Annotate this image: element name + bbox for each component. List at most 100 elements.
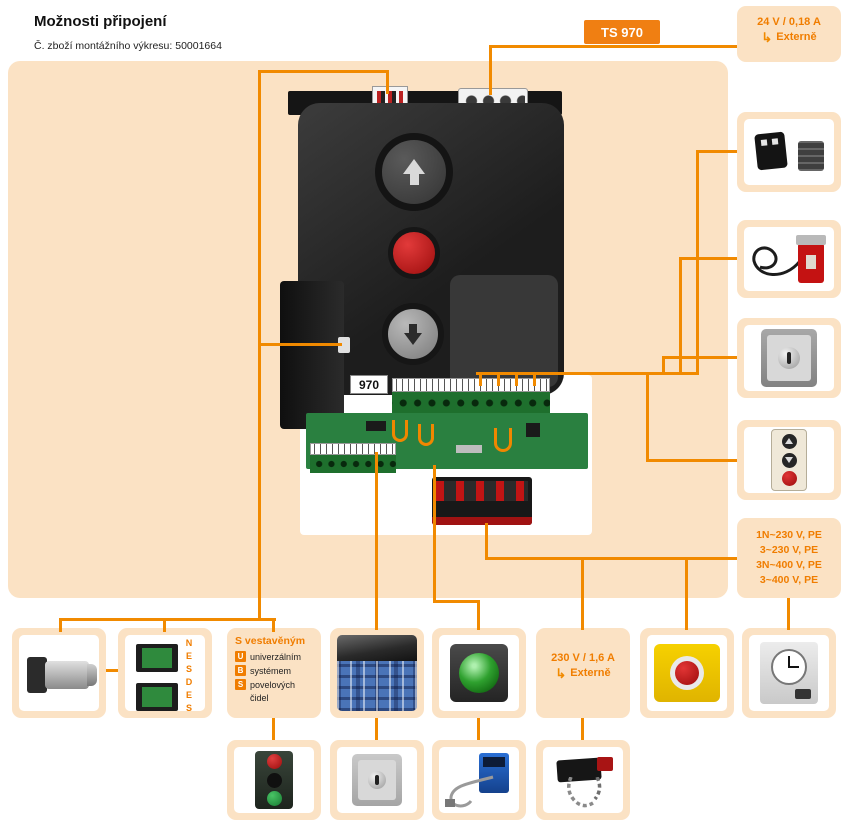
plug-pin xyxy=(760,139,768,146)
terminal-strip xyxy=(392,392,550,414)
wire-jumper xyxy=(494,428,512,452)
connection-line xyxy=(163,618,166,632)
photo-frame xyxy=(543,747,623,813)
connector-base xyxy=(432,517,532,525)
connection-line xyxy=(433,465,436,603)
lamp-lens xyxy=(459,653,499,693)
photo-frame: NES DES xyxy=(125,635,205,711)
key-cylinder-icon xyxy=(778,347,800,369)
box-drive-motor xyxy=(12,628,106,718)
up-button xyxy=(781,433,797,449)
page-title: Možnosti připojení xyxy=(34,13,167,30)
limit-switch-head xyxy=(796,235,826,245)
connection-line xyxy=(696,150,699,375)
plug-pin xyxy=(771,138,779,145)
photo-frame xyxy=(337,635,417,711)
box-key-switch-2 xyxy=(330,740,424,820)
connection-line xyxy=(272,718,275,740)
photo-frame xyxy=(744,325,834,391)
plug-connector-grey xyxy=(798,141,824,171)
mains-plug-connector xyxy=(432,477,532,525)
programmer-body xyxy=(479,753,509,793)
connection-line xyxy=(59,618,62,632)
sensor-key-s: S xyxy=(235,679,246,690)
up-button xyxy=(375,133,453,211)
des-unit-photo xyxy=(136,682,178,711)
down-arrow-icon xyxy=(404,323,422,345)
box-emergency-stop xyxy=(640,628,734,718)
stop-button xyxy=(388,227,440,279)
key-switch-body xyxy=(352,754,402,806)
connection-line xyxy=(59,618,276,621)
connection-line xyxy=(375,718,378,740)
connection-line xyxy=(375,452,378,630)
ext230-value: 230 V / 1,6 A xyxy=(551,652,615,664)
down-button xyxy=(781,452,797,468)
connection-line xyxy=(489,45,492,95)
photo-frame xyxy=(19,635,99,711)
lamp-housing xyxy=(450,644,508,702)
clock-face-icon xyxy=(771,649,807,685)
photo-frame xyxy=(744,427,834,493)
connector-levers xyxy=(436,481,528,501)
device-left-housing xyxy=(280,281,344,429)
connection-line xyxy=(696,150,737,153)
box-timer-switch xyxy=(742,628,836,718)
key-cylinder-icon xyxy=(368,771,386,789)
box-nes-des: NES DES xyxy=(118,628,212,718)
box-limit-switch xyxy=(737,220,841,298)
connection-line xyxy=(258,70,389,73)
connection-line xyxy=(646,372,649,462)
ext24-label: Externě xyxy=(776,31,817,43)
connection-line xyxy=(646,459,737,462)
wire-jumper xyxy=(418,424,434,446)
photo-frame xyxy=(744,119,834,185)
device-side-panel xyxy=(450,275,558,387)
sensor-key-b: B xyxy=(235,665,246,676)
device-type-label: 970 xyxy=(350,375,388,394)
plaid-fabric xyxy=(337,661,417,711)
connection-line xyxy=(662,356,665,375)
box-pushbutton-station xyxy=(737,420,841,500)
up-arrow-icon xyxy=(403,159,425,185)
power-option: 1N~230 V, PE xyxy=(756,529,822,541)
key-switch-body xyxy=(761,329,817,387)
terminal-marking-strip xyxy=(392,378,550,392)
box-chain-device xyxy=(536,740,630,820)
photo-frame xyxy=(337,747,417,813)
photo-frame xyxy=(439,747,519,813)
pushbutton-housing xyxy=(771,429,807,491)
photo-frame xyxy=(647,635,727,711)
branch-arrow-icon: ↳ xyxy=(761,29,773,45)
box-power-supply-options: 1N~230 V, PE 3~230 V, PE 3N~400 V, PE 3~… xyxy=(737,518,841,598)
terminal-strip xyxy=(310,455,396,473)
connection-line xyxy=(476,372,699,375)
red-button xyxy=(266,754,282,770)
sensor-text-b: systémem xyxy=(250,665,292,676)
box-builtin-sensor-text: S vestavěným U univerzálním B systémem S… xyxy=(227,628,321,718)
connection-line xyxy=(581,557,584,630)
photo-frame xyxy=(439,635,519,711)
cable-icon xyxy=(752,246,802,276)
nes-unit-photo xyxy=(136,643,178,672)
connector-pins xyxy=(377,91,403,105)
box-plug-connectors xyxy=(737,112,841,192)
box-fabric-drawin-protection xyxy=(330,628,424,718)
green-button xyxy=(266,790,282,806)
limit-switch-label xyxy=(806,255,816,269)
black-button xyxy=(266,772,282,788)
programmer-display xyxy=(483,757,505,767)
motor-cap xyxy=(87,664,97,686)
timer-housing xyxy=(760,642,818,704)
estop-button xyxy=(675,661,699,685)
motor-gearbox xyxy=(27,657,47,693)
connection-line xyxy=(386,70,389,94)
terminal-marking-strip xyxy=(310,443,396,455)
ext24-value: 24 V / 0,18 A xyxy=(757,16,821,28)
connection-line xyxy=(515,372,518,386)
sensor-key-u: U xyxy=(235,651,246,662)
connection-line xyxy=(477,718,480,740)
wire-jumper xyxy=(392,420,408,442)
stop-button xyxy=(781,471,797,487)
sensor-text-s: povelových xyxy=(250,679,296,690)
